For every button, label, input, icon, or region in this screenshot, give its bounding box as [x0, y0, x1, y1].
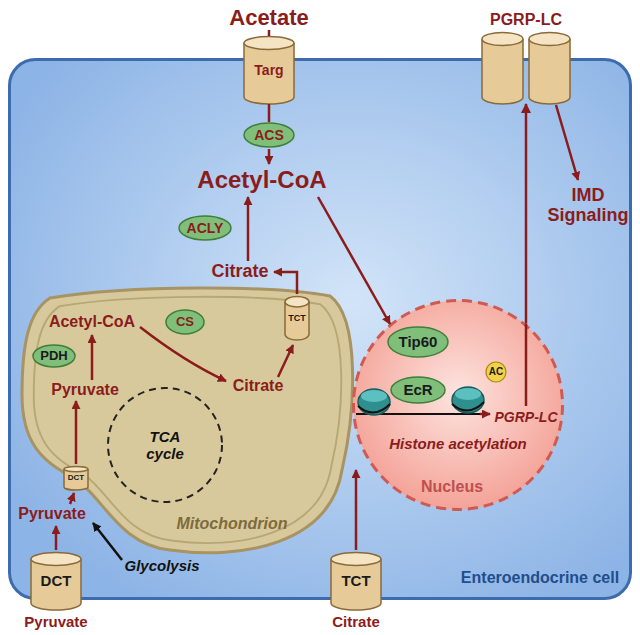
connector	[268, 104, 271, 122]
enzyme-ellipse: ACLY	[178, 215, 232, 241]
protein-ellipse: EcR	[390, 376, 446, 404]
receptor-subunit	[529, 33, 570, 104]
transporter: DCT	[63, 466, 89, 490]
ellipse-outline	[388, 327, 448, 357]
process-name: Glycolysis	[124, 558, 199, 575]
gene-name: PGRP-LC	[495, 410, 558, 425]
protein-ellipse: Tip60	[387, 326, 449, 358]
dna-wrap	[452, 402, 484, 411]
ellipse-outline	[391, 377, 445, 403]
shape-label: PGRP-LC	[490, 11, 562, 29]
cylinder-top	[31, 553, 81, 566]
shape-text: TCA cycle	[135, 428, 195, 463]
transporter: DCT	[30, 552, 82, 610]
cylinder-top	[331, 553, 381, 566]
cylinder-body	[482, 39, 523, 104]
transporter: Targ	[243, 36, 295, 104]
tca-cycle: TCA cycle	[107, 387, 223, 503]
shape-text: ACLY	[187, 220, 224, 236]
cylinder-body	[529, 39, 570, 104]
shape-text: Tip60	[399, 333, 438, 350]
cylinder-top	[244, 37, 294, 50]
cylinder-body	[31, 559, 81, 610]
acetyl-coa-to-tip60-arrow	[318, 197, 390, 324]
metabolite: Acetyl-CoA	[197, 167, 326, 193]
cylinder-top	[529, 33, 570, 46]
shape-text: EcR	[403, 381, 432, 398]
receptor-outline	[481, 32, 571, 104]
metabolite: Citrate	[233, 377, 284, 395]
metabolite: Pyruvate	[51, 381, 119, 399]
nucleosome	[452, 387, 484, 413]
cylinder-top	[482, 33, 523, 46]
enzyme-ellipse: CS	[165, 309, 205, 335]
transporter: TCT	[330, 552, 382, 610]
metabolite: Citrate	[332, 614, 380, 631]
gene-expression-line	[525, 324, 528, 406]
dna-wrap	[358, 404, 390, 413]
metabolite: Citrate	[211, 262, 268, 282]
shape-text: PDH	[40, 349, 67, 364]
metabolite: Acetate	[229, 6, 308, 30]
citrate-to-tct-arrow	[278, 345, 293, 377]
ellipse-outline	[244, 123, 294, 147]
acly-arrow	[247, 197, 250, 261]
acetate-uptake-line	[268, 30, 271, 36]
shape-text: Targ	[254, 62, 283, 78]
metabolite: Pyruvate	[18, 505, 86, 523]
nuclear-envelope	[354, 301, 563, 510]
cylinder-body	[244, 43, 294, 104]
ellipse-outline	[179, 216, 231, 240]
circle-outline	[486, 362, 506, 382]
shape-text: AC	[489, 366, 503, 378]
acetyl-mark: AC	[485, 361, 507, 383]
nucleosome-body	[452, 387, 484, 413]
shape-text: TCT	[288, 313, 306, 323]
pyruvate-uptake-arrow	[55, 526, 58, 550]
dna-strand	[356, 413, 480, 415]
citrate-uptake-arrow	[355, 470, 358, 550]
ellipse-outline	[33, 345, 75, 367]
cylinder-body	[331, 559, 381, 610]
shape-text: ACS	[254, 127, 284, 143]
pyruvate-import-arrow	[75, 401, 78, 464]
nucleus: Tip60EcR AC Nucleus	[352, 299, 564, 511]
transcription-arrow	[480, 413, 490, 416]
receptor: PGRP-LC	[481, 32, 571, 104]
connector	[525, 104, 528, 324]
enzyme-ellipse: PDH	[32, 344, 76, 368]
shape-label: Nucleus	[421, 478, 483, 496]
glycolysis-arrow	[93, 523, 122, 560]
shape-text: DCT	[41, 572, 72, 589]
cs-arrow	[140, 327, 226, 381]
nucleosome-top	[361, 390, 387, 402]
enzyme-ellipse: ACS	[243, 122, 295, 148]
shape-text: DCT	[68, 473, 84, 482]
dashed-circle	[108, 388, 222, 502]
citrate-export-arrow	[274, 272, 297, 294]
shape-text: CS	[176, 315, 194, 330]
shape-label: Mitochondrion	[176, 515, 287, 533]
nucleosome	[358, 389, 390, 415]
pyruvate-to-dct-arrow	[70, 493, 74, 504]
nucleosome-top	[455, 388, 481, 400]
process-name: Histone acetylation	[389, 436, 527, 453]
shape-text: TCT	[341, 572, 370, 589]
cylinder-top	[64, 467, 88, 472]
nucleosome-body	[358, 389, 390, 415]
metabolite: Acetyl-CoA	[49, 313, 135, 331]
imd-arrow	[556, 105, 578, 180]
ellipse-outline	[166, 310, 204, 334]
acs-arrow	[268, 149, 271, 164]
transporter: TCT	[284, 296, 310, 340]
cell-membrane	[10, 60, 631, 599]
pathway-name: IMD Signaling	[540, 186, 636, 226]
cylinder-top	[285, 297, 309, 307]
receptor-subunit	[482, 33, 523, 105]
metabolite: Pyruvate	[24, 614, 87, 631]
shape-label: Enteroendocrine cell	[461, 569, 619, 587]
pdh-arrow	[91, 335, 94, 380]
